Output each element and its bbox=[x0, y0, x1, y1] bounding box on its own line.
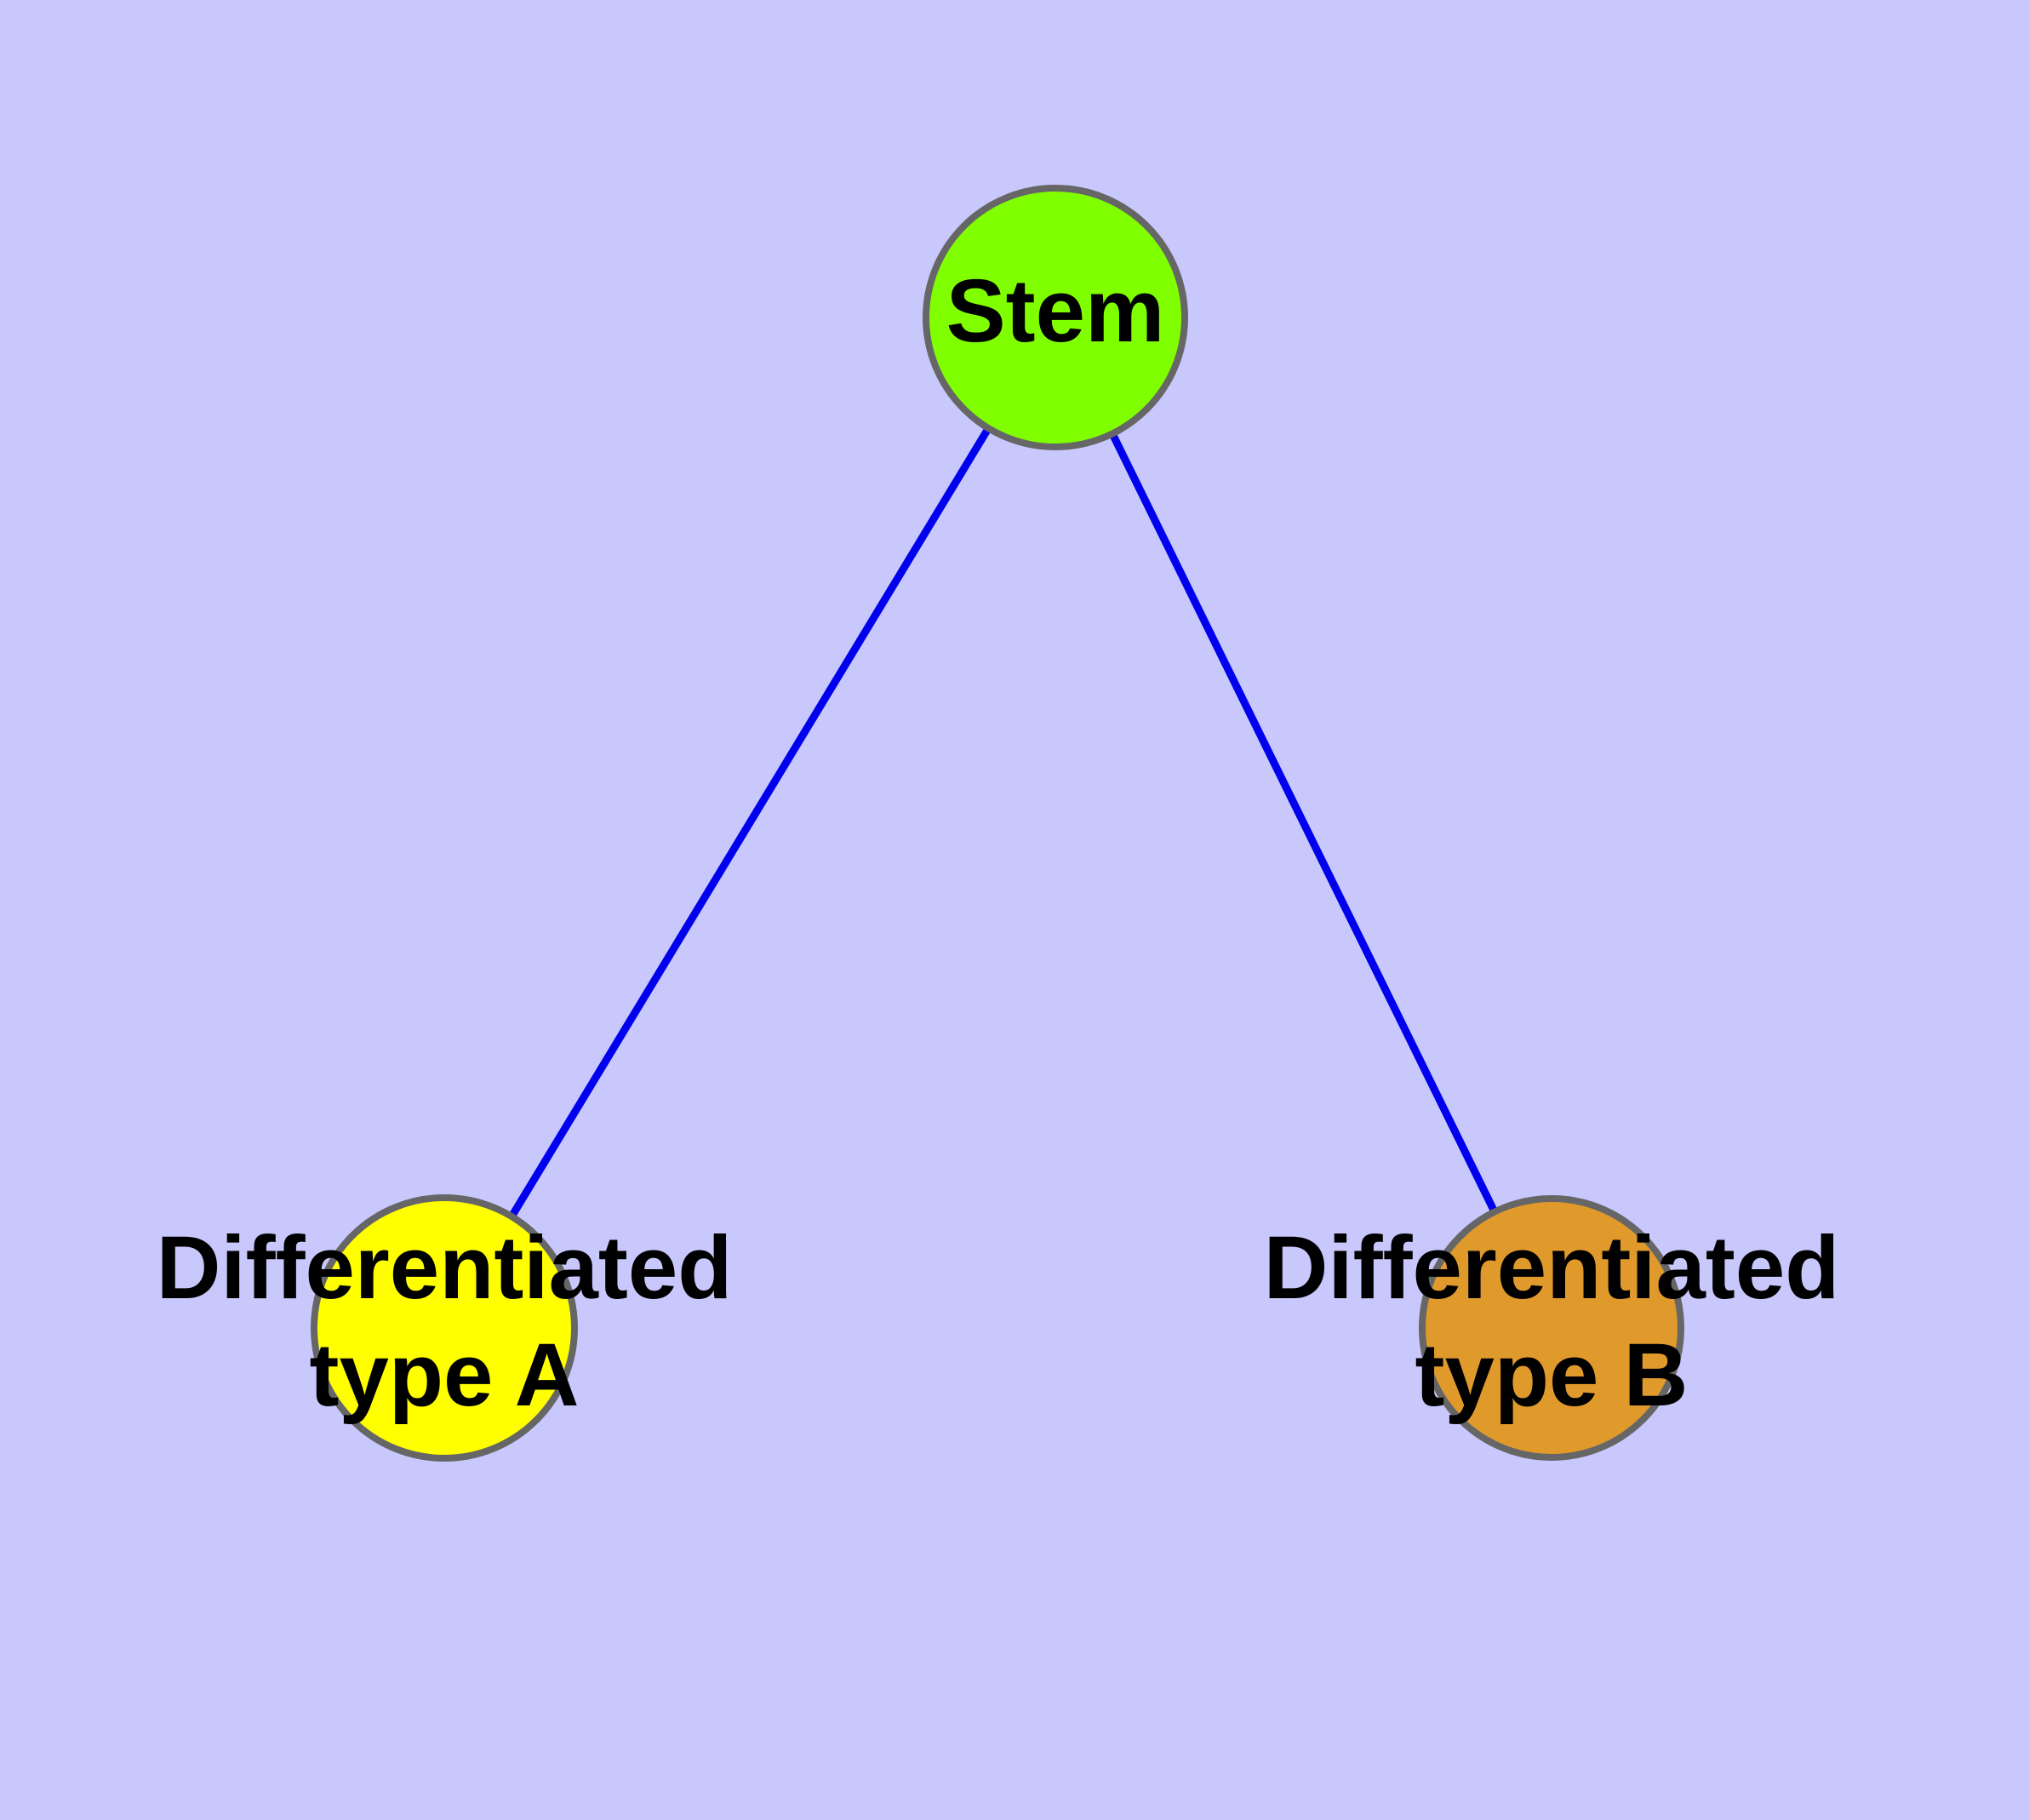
node-circle-diff-b[interactable] bbox=[1419, 1195, 1684, 1461]
graph-edge-stem-to-diff-a[interactable] bbox=[508, 426, 992, 1219]
graph-node-stem[interactable]: Stem bbox=[923, 185, 1188, 450]
node-circle-diff-a[interactable] bbox=[311, 1194, 578, 1462]
node-label-line: Differentiated bbox=[1264, 1218, 1840, 1318]
node-label-line: type B bbox=[1415, 1325, 1689, 1425]
node-circle-stem[interactable] bbox=[923, 185, 1188, 450]
node-label-line: type A bbox=[310, 1325, 580, 1425]
edge-layer bbox=[508, 426, 1499, 1219]
graph-edge-stem-to-diff-b[interactable] bbox=[1108, 432, 1499, 1214]
node-label-stem: Stem bbox=[946, 261, 1165, 361]
node-label-line: Differentiated bbox=[157, 1218, 733, 1318]
node-label-line: Stem bbox=[946, 261, 1165, 361]
